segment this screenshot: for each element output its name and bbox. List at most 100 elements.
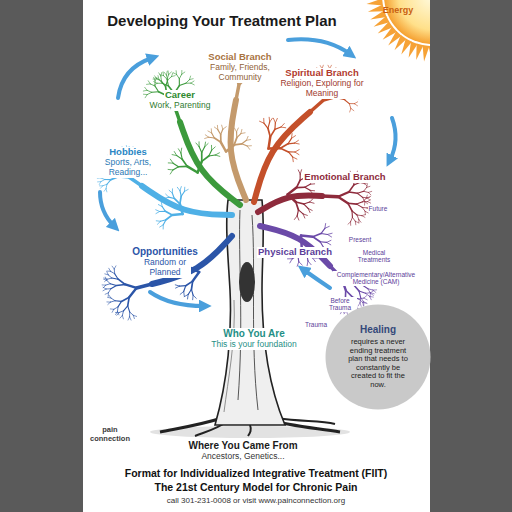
twig (175, 285, 179, 286)
twig (292, 157, 294, 162)
twig (351, 211, 353, 217)
twig (196, 143, 199, 147)
twig (105, 279, 108, 281)
twig (288, 142, 294, 144)
twig (364, 202, 365, 206)
twig (325, 226, 329, 228)
twig (166, 194, 169, 197)
twig (179, 74, 181, 78)
twig (119, 311, 123, 313)
twig (212, 147, 216, 150)
twig (182, 159, 187, 166)
twig (160, 225, 164, 227)
twig (179, 83, 185, 85)
twig (180, 291, 183, 294)
twig (370, 296, 372, 299)
twig (359, 299, 363, 302)
branch-heading: Social Branch (207, 52, 272, 63)
branch-limb (254, 112, 310, 202)
twig (226, 145, 234, 152)
twig (215, 153, 219, 155)
twig (106, 284, 111, 285)
twig (184, 189, 188, 191)
twig (154, 83, 157, 85)
twig (164, 72, 166, 75)
twig (161, 202, 163, 206)
twig (184, 294, 188, 296)
branch-note: Work, Parenting (149, 101, 212, 111)
twig (106, 288, 111, 289)
circle-content: Healingrequires a never ending treatment… (343, 324, 413, 389)
twig (313, 234, 321, 237)
twig (98, 181, 101, 182)
twig (181, 153, 182, 159)
twig (107, 301, 111, 302)
twig (164, 76, 168, 80)
twig (215, 155, 220, 156)
twig (295, 152, 299, 155)
roots-note: Ancestors, Genetics... (200, 452, 285, 462)
twig (102, 284, 106, 285)
twig (108, 289, 111, 293)
twig (310, 190, 313, 194)
twig (174, 152, 177, 156)
twig (108, 275, 112, 278)
twig (221, 142, 226, 151)
twig (307, 261, 309, 266)
twig (156, 211, 160, 213)
twig (109, 268, 111, 271)
twig (235, 128, 237, 132)
twig (273, 118, 275, 122)
twig (145, 95, 147, 98)
twig-label: Before Trauma (323, 297, 357, 312)
twig (107, 180, 111, 185)
twig (300, 174, 301, 180)
twig (294, 216, 297, 220)
twig (269, 147, 281, 150)
twig (305, 187, 310, 190)
twig (188, 289, 191, 294)
twig (359, 291, 361, 298)
twig-label: Trauma (304, 321, 328, 328)
sun-label: Energy (382, 5, 415, 15)
twig (263, 118, 264, 123)
twig (160, 76, 162, 81)
twig (364, 191, 369, 192)
twig-label: Future (368, 205, 389, 212)
twig (128, 306, 130, 312)
branch-note: Religion, Exploring for Meaning (276, 79, 368, 99)
twig (367, 202, 370, 204)
twig (182, 72, 185, 74)
twig (298, 170, 300, 174)
twig (128, 317, 130, 320)
twig (147, 83, 151, 84)
twig (180, 191, 181, 197)
twig (162, 207, 165, 212)
twig (370, 293, 373, 295)
twig (114, 266, 116, 269)
twig (118, 279, 125, 284)
twig (154, 82, 157, 84)
twig (296, 186, 304, 188)
twig (291, 136, 295, 139)
twig (136, 284, 152, 288)
twig (363, 198, 366, 201)
twig (269, 137, 271, 149)
twig (115, 300, 121, 302)
twig (107, 272, 108, 275)
twig (357, 193, 362, 197)
twig (152, 91, 159, 93)
twig (99, 182, 101, 185)
twig (160, 220, 166, 222)
branch-heading: Hobbies (108, 147, 147, 158)
twig (177, 187, 180, 190)
twig (338, 197, 348, 203)
logo-text: pain connection (89, 426, 132, 443)
twig (170, 170, 173, 174)
twig (165, 211, 172, 215)
twig (338, 192, 349, 197)
twig (208, 131, 212, 133)
twig (310, 101, 323, 112)
twig (176, 71, 177, 75)
twig (352, 217, 355, 221)
